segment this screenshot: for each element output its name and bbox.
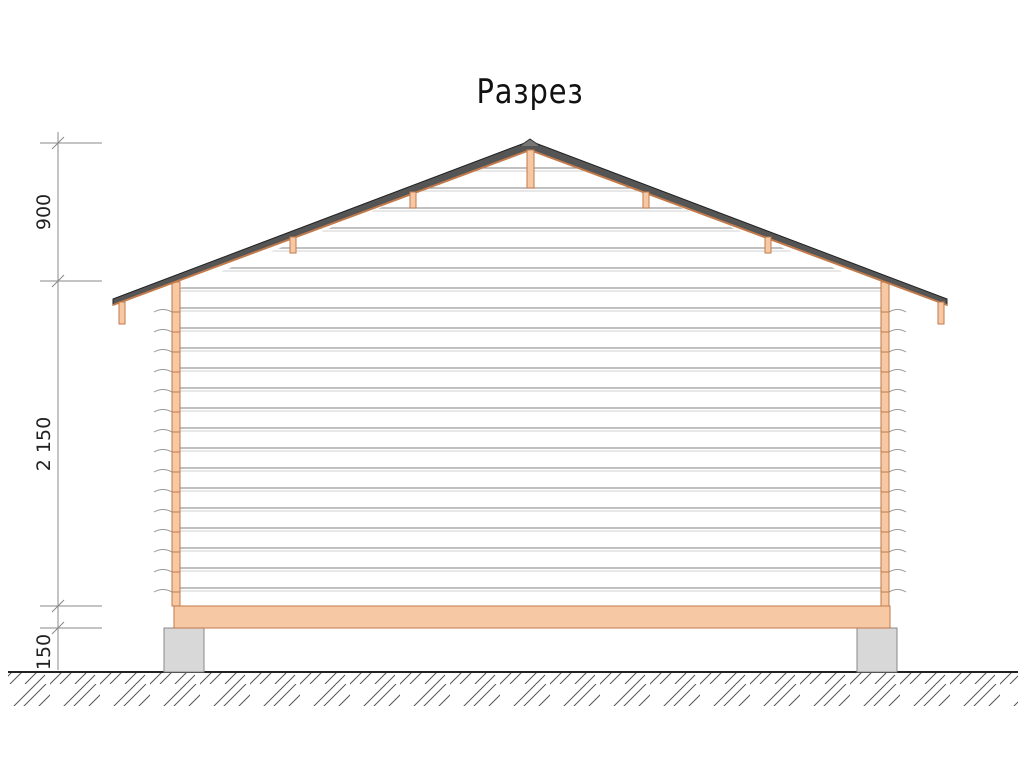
log-end bbox=[153, 369, 173, 373]
log-end bbox=[153, 449, 173, 453]
log-end bbox=[888, 569, 907, 573]
log-end bbox=[153, 349, 173, 353]
purlin-right-1 bbox=[642, 191, 650, 209]
foundation-pier-left bbox=[163, 627, 205, 673]
log-end bbox=[153, 309, 173, 313]
log-end bbox=[888, 309, 907, 313]
log-end bbox=[888, 589, 907, 593]
foundation-pier-right bbox=[856, 627, 898, 673]
roof bbox=[112, 138, 948, 325]
log-end bbox=[153, 469, 173, 473]
wall-height-label: 2 150 bbox=[33, 417, 55, 471]
log-end bbox=[153, 409, 173, 413]
log-end bbox=[153, 329, 173, 333]
log-end bbox=[888, 329, 907, 333]
log-end bbox=[888, 469, 907, 473]
log-end bbox=[153, 489, 173, 493]
log-end bbox=[153, 429, 173, 433]
log-end bbox=[153, 509, 173, 513]
log-end bbox=[888, 549, 907, 553]
log-end bbox=[888, 369, 907, 373]
ground bbox=[8, 671, 1018, 706]
log-end bbox=[888, 529, 907, 533]
dimension-chain bbox=[40, 132, 102, 670]
purlin-left-2 bbox=[289, 236, 297, 254]
foundation-piers bbox=[163, 627, 898, 673]
corner-post-right bbox=[880, 281, 890, 607]
corner-post-left bbox=[171, 281, 181, 607]
log-ends bbox=[153, 309, 907, 593]
log-end bbox=[888, 349, 907, 353]
log-end bbox=[888, 409, 907, 413]
log-end bbox=[153, 589, 173, 593]
log-wall bbox=[180, 167, 884, 592]
log-end bbox=[153, 389, 173, 393]
purlin-left-1 bbox=[409, 191, 417, 209]
log-end bbox=[888, 449, 907, 453]
log-end bbox=[153, 529, 173, 533]
rafter-end-right bbox=[937, 301, 945, 325]
log-end bbox=[888, 509, 907, 513]
log-end bbox=[888, 429, 907, 433]
rafter-end-left bbox=[118, 301, 126, 325]
floor-beam bbox=[173, 605, 891, 629]
log-end bbox=[888, 389, 907, 393]
drawing-title: Разрез bbox=[476, 72, 584, 112]
purlin-right-2 bbox=[764, 236, 772, 254]
log-end bbox=[153, 569, 173, 573]
roof-height-label: 900 bbox=[33, 194, 55, 230]
plinth-height-label: 150 bbox=[33, 634, 55, 670]
ridge-post bbox=[526, 149, 535, 189]
ridge-cap bbox=[519, 138, 541, 147]
log-end bbox=[153, 549, 173, 553]
log-end bbox=[888, 489, 907, 493]
